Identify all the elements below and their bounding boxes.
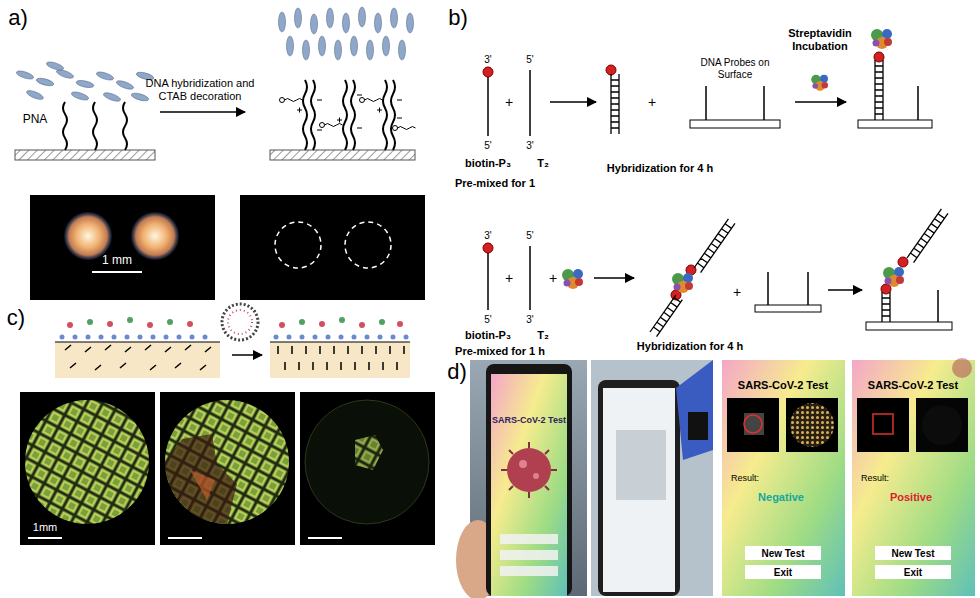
dna-strands <box>488 70 530 310</box>
button-text: Exit <box>904 567 922 578</box>
strand-end: 5' <box>526 230 533 242</box>
flow-arrow <box>550 102 862 290</box>
plus-sign: + <box>648 94 656 110</box>
scale-label: 1mm <box>33 521 57 534</box>
plus-sign: + <box>549 270 557 286</box>
dna-duplex <box>562 29 952 337</box>
molecule-label: PNA <box>23 113 48 127</box>
step-label: Streptavidin Incubation <box>778 27 862 52</box>
panel-letter: a) <box>8 5 28 30</box>
button-text: New Test <box>891 548 934 559</box>
step-label: Pre-mixed for 1 <box>455 177 535 190</box>
app-button: Exit <box>875 565 951 579</box>
phone-photo <box>456 358 975 598</box>
step-label: Pre-mixed for 1 h <box>455 345 545 358</box>
lc-photo <box>20 392 435 545</box>
app-title: SARS-CoV-2 Test <box>868 379 958 392</box>
app-button: Exit <box>745 565 821 579</box>
button-text: New Test <box>761 548 804 559</box>
process-label: DNA hybridization and CTAB decoration <box>145 77 255 102</box>
result-value: Negative <box>758 491 804 504</box>
process-arrow <box>160 111 245 113</box>
strand-end: 5' <box>526 54 533 66</box>
strand-end: 3' <box>484 230 491 242</box>
scale-label: 1 mm <box>102 254 132 268</box>
pna-surface <box>15 60 155 160</box>
strand-end: 5' <box>484 314 491 326</box>
app-button: New Test <box>745 546 821 560</box>
strand-end: 3' <box>526 140 533 152</box>
strand-end: 3' <box>484 54 491 66</box>
biotin-dot <box>483 52 908 300</box>
panel-letter: c) <box>7 305 25 330</box>
strand-name: biotin-P₃ <box>465 329 511 342</box>
plus-sign: + <box>733 284 741 300</box>
strand-name: T₂ <box>537 157 549 170</box>
app-title: SARS-CoV-2 Test <box>738 379 828 392</box>
result-value: Positive <box>890 491 932 504</box>
lipid-interface <box>55 304 410 378</box>
microscope-photo <box>30 195 425 300</box>
step-label: Hybridization for 4 h <box>607 162 713 175</box>
strand-name: T₂ <box>537 329 549 342</box>
plus-sign: + <box>505 270 513 286</box>
plus-sign: + <box>505 94 513 110</box>
panel-letter: b) <box>448 5 468 30</box>
strand-end: 5' <box>484 140 491 152</box>
hybridized-surface <box>270 7 416 160</box>
strand-name: biotin-P₃ <box>465 157 511 170</box>
result-label: Result: <box>861 473 889 483</box>
strand-end: 3' <box>526 314 533 326</box>
surface-label: DNA Probes on Surface <box>693 57 777 80</box>
result-label: Result: <box>731 473 759 483</box>
step-label: Hybridization for 4 h <box>637 340 743 353</box>
button-text: Exit <box>774 567 792 578</box>
app-title: SARS-CoV-2 Test <box>492 415 566 425</box>
panel-letter: d) <box>447 359 467 384</box>
app-button: New Test <box>875 546 951 560</box>
